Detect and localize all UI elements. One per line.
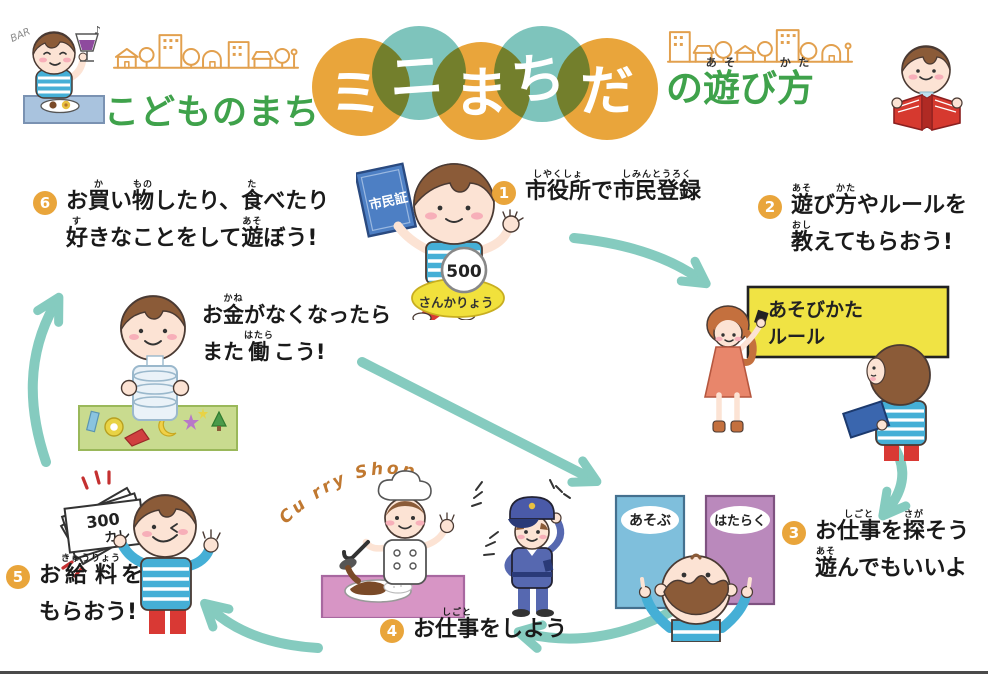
logo-char: だ xyxy=(580,59,634,123)
step-4-number: 4 xyxy=(380,619,404,643)
title-prefix: こどものまち xyxy=(104,93,321,133)
boy-blue-book xyxy=(842,400,891,439)
arrow-step4-to-step5 xyxy=(200,598,323,653)
step-4-illustration: Cu rry Shop xyxy=(278,460,571,618)
arrow-note-to-work xyxy=(357,357,602,487)
work-board-label: はたらく xyxy=(714,514,766,529)
step-1-text: 市役所しやくしょで市民登録しみんとうろく xyxy=(525,170,702,204)
step-3-illustration: あそぶ はたらく xyxy=(614,494,776,642)
craft-kid-illustration xyxy=(78,295,238,451)
reading-kid-illustration xyxy=(891,45,963,132)
logo-circle xyxy=(556,38,658,140)
step-2-text-line2: 教おしえてもらおう! xyxy=(791,221,953,255)
bar-sign-label: BAR xyxy=(9,26,32,44)
skyline-right-icon xyxy=(666,29,854,63)
chef-hat xyxy=(377,470,432,501)
step-5-text-line1: お給料きゅうりょうを xyxy=(39,554,144,588)
step-6-label: 6 お買かい物ものしたり、食たべたり 好すきなことをして遊あそぼう! xyxy=(33,178,329,252)
step-5-label: 5 お給料きゅうりょうを もらおう! xyxy=(6,552,143,626)
bill-value: 300 xyxy=(85,509,120,532)
music-note-icon: ♪ xyxy=(94,24,101,37)
coin-value: 500 xyxy=(446,262,482,282)
step-1-number: 1 xyxy=(492,181,516,205)
skyline-left-icon xyxy=(112,34,300,69)
chef-apron xyxy=(383,539,427,585)
arrow-step1-to-step2 xyxy=(569,233,711,289)
step-4-text: お仕事しごとをしよう xyxy=(413,608,568,642)
logo-char: ま xyxy=(454,61,508,125)
step-1-illustration: 市民証 500 さんかりょう xyxy=(356,162,524,320)
step-3-number: 3 xyxy=(782,521,806,545)
step-3-text-line1: お仕事しごとを探さがそう xyxy=(815,510,970,544)
step-3-label: 3 お仕事しごとを探さがそう 遊あそんでもいいよ xyxy=(782,508,969,582)
title-suffix: の遊あそび方かた xyxy=(666,56,814,110)
logo-char: ち xyxy=(508,44,569,114)
food-plate xyxy=(40,98,80,114)
step-2-number: 2 xyxy=(758,195,782,219)
step-6-text-line1: お買かい物ものしたり、食たべたり xyxy=(66,180,330,214)
step-3-text-line2: 遊あそんでもいいよ xyxy=(815,547,968,581)
step-2-label: 2 遊あそび方かたやルールを 教おしえてもらおう! xyxy=(758,182,967,256)
step-4-label: 4 お仕事しごとをしよう xyxy=(380,606,567,643)
money-note: お金かねがなくなったら また働はたらこう! xyxy=(202,292,391,366)
logo-minimachida: ミ ニ ま ち だ xyxy=(312,24,662,142)
money-note-line1: お金かねがなくなったら xyxy=(202,294,391,327)
bottom-divider xyxy=(0,671,988,674)
step-6-number: 6 xyxy=(33,191,57,215)
step-6-text-line2: 好すきなことをして遊あそぼう! xyxy=(66,217,318,251)
bar-kid-illustration: BAR ♪ ♪ xyxy=(9,24,105,124)
step-5-number: 5 xyxy=(6,565,30,589)
step-5-text-line2: もらおう! xyxy=(39,600,138,625)
step-1-label: 1 市役所しやくしょで市民登録しみんとうろく xyxy=(492,168,701,205)
logo-char: ニ xyxy=(387,43,446,111)
arrow-step5-to-step6 xyxy=(27,292,64,467)
fee-label: さんかりょう xyxy=(418,295,493,310)
money-note-line2: また働はたらこう! xyxy=(202,331,326,364)
step-5-illustration: 300 カレ xyxy=(59,470,221,634)
step-2-illustration: あそびかた ルール xyxy=(704,285,950,461)
rules-board xyxy=(746,285,950,359)
play-board-label: あそぶ xyxy=(629,513,671,529)
coin-500 xyxy=(440,246,488,294)
rules-board-line1: あそびかた xyxy=(768,299,863,321)
step-2-text-line1: 遊あそび方かたやルールを xyxy=(791,184,968,218)
girl-dress xyxy=(704,346,752,398)
rules-board-line2: ルール xyxy=(768,326,825,348)
citizen-card-label: 市民証 xyxy=(368,190,409,214)
